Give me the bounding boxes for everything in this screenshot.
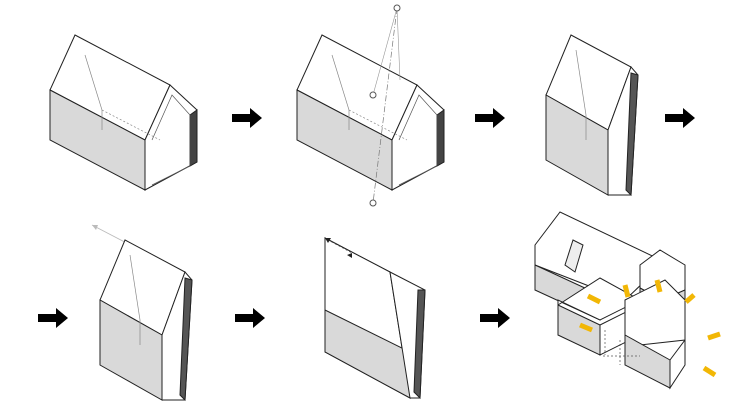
step-arrows <box>38 108 695 328</box>
sun-ray <box>586 293 602 305</box>
sun-ray <box>702 365 717 378</box>
sun-ray <box>684 293 696 304</box>
sun-ray <box>579 322 593 333</box>
house-step-3 <box>545 34 639 196</box>
house-step-4 <box>91 224 193 401</box>
arrow-right-icon <box>665 108 695 128</box>
arrow-right-icon <box>235 308 265 328</box>
house-cluster-step-6 <box>534 211 686 390</box>
house-step-5 <box>324 237 426 400</box>
sun-ray <box>622 284 631 298</box>
house-step-1 <box>49 34 198 191</box>
sunlight-rays <box>579 279 721 378</box>
arrow-right-icon <box>480 308 510 328</box>
sun-ray <box>707 331 721 341</box>
house-step-2 <box>296 4 445 207</box>
arrow-right-icon <box>38 308 68 328</box>
arrow-right-icon <box>232 108 262 128</box>
sun-ray <box>654 279 663 293</box>
arrow-right-icon <box>475 108 505 128</box>
